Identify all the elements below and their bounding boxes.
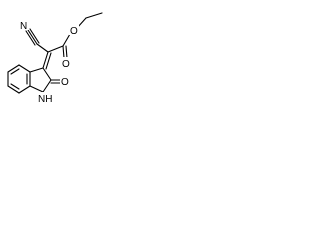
lactam-carbonyl (50, 79, 61, 84)
nitrile-n-text: N (20, 21, 27, 32)
ester-ether-o-text: O (70, 26, 78, 37)
atom-label-nitrile-n: N (20, 19, 29, 32)
atom-label-lactam-nh: NH (37, 92, 53, 105)
lactam-ring (29, 67, 52, 93)
exocyclic-double-bond (42, 51, 52, 70)
lactam-nh-text: NH (38, 94, 52, 105)
atom-label-lactam-o: O (60, 76, 70, 88)
nitrile-group (25, 28, 49, 53)
ester-carbonyl-o-text: O (62, 59, 70, 70)
atom-label-ester-carbonyl-o: O (61, 57, 71, 70)
chemical-structure-diagram: N O O O NH (7, 12, 103, 105)
lactam-o-text: O (61, 77, 69, 88)
atom-label-ester-ether-o: O (69, 24, 79, 37)
benzene-ring (7, 64, 31, 94)
